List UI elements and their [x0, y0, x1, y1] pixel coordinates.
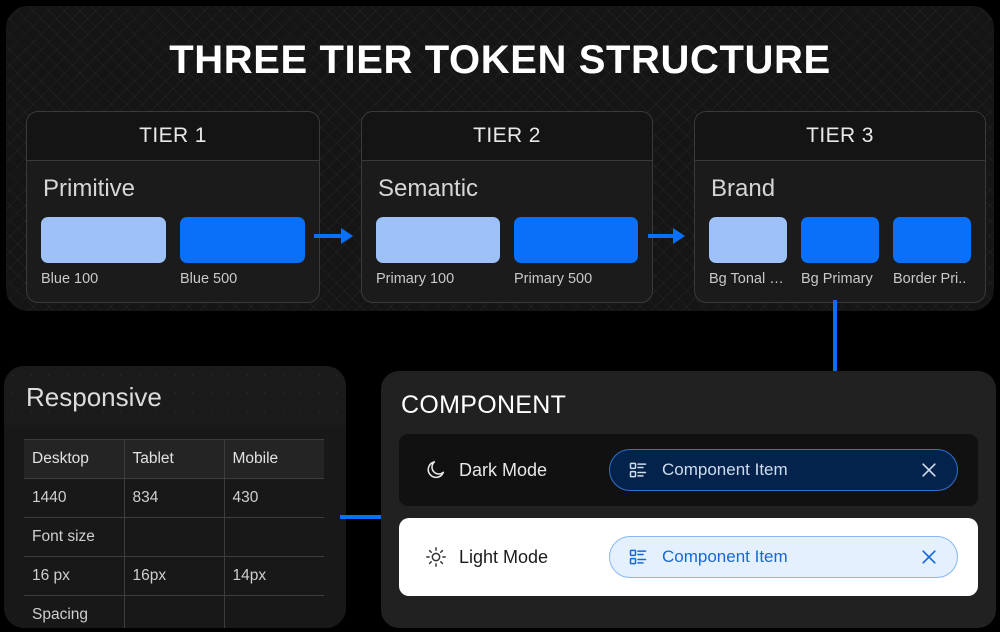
- three-tier-section: THREE TIER TOKEN STRUCTURE TIER 1 Primit…: [6, 6, 994, 311]
- tier-3-swatch-row: Bg Tonal P... Bg Primary Border Pri..: [709, 217, 971, 287]
- swatch-chip: [514, 217, 638, 263]
- swatch-bg-tonal-primary[interactable]: Bg Tonal P...: [709, 217, 787, 287]
- table-cell: Font size: [24, 517, 125, 557]
- light-mode-label-group: Light Mode: [399, 546, 609, 568]
- swatch-primary-100[interactable]: Primary 100: [376, 217, 500, 287]
- tier-3-card: TIER 3 Brand Bg Tonal P... Bg Primary Bo…: [694, 111, 986, 303]
- close-icon[interactable]: [919, 460, 939, 480]
- swatch-chip: [801, 217, 879, 263]
- table-cell: 16px: [123, 556, 225, 596]
- table-row: 16 px 16px 14px: [24, 556, 324, 596]
- sun-icon: [425, 546, 447, 568]
- tier-3-name: Brand: [711, 175, 776, 202]
- table-cell: 16 px: [24, 556, 125, 596]
- tier-3-header: TIER 3: [695, 112, 985, 161]
- table-cell: 14px: [223, 556, 324, 596]
- table-cell: 430: [223, 478, 324, 518]
- table-row: Spacing: [24, 595, 324, 628]
- swatch-chip: [376, 217, 500, 263]
- chip-label: Component Item: [662, 460, 788, 479]
- responsive-table: Desktop Tablet Mobile 1440 834 430 Font …: [24, 439, 324, 628]
- list-details-icon: [628, 460, 648, 480]
- swatch-primary-500[interactable]: Primary 500: [514, 217, 638, 287]
- arrow-tier1-to-tier2-icon: [314, 228, 353, 244]
- light-mode-text: Light Mode: [459, 546, 549, 567]
- tier-1-header: TIER 1: [27, 112, 319, 161]
- arrow-tier2-to-tier3-icon: [648, 228, 685, 244]
- swatch-chip: [41, 217, 166, 263]
- table-cell: [123, 517, 225, 557]
- responsive-table-wrap: Desktop Tablet Mobile 1440 834 430 Font …: [4, 425, 346, 628]
- table-cell: [223, 517, 324, 557]
- swatch-border-primary[interactable]: Border Pri..: [893, 217, 971, 287]
- tier-2-name: Semantic: [378, 175, 479, 202]
- tier-2-card: TIER 2 Semantic Primary 100 Primary 500: [361, 111, 653, 303]
- tier-2-header: TIER 2: [362, 112, 652, 161]
- column-header-tablet: Tablet: [123, 439, 225, 479]
- swatch-label: Primary 100: [376, 271, 455, 287]
- dark-mode-text: Dark Mode: [459, 459, 548, 480]
- table-cell: 834: [123, 478, 225, 518]
- table-cell: [223, 595, 324, 628]
- swatch-label: Border Pri..: [893, 271, 967, 287]
- swatch-bg-primary[interactable]: Bg Primary: [801, 217, 879, 287]
- tier-1-card: TIER 1 Primitive Blue 100 Blue 500: [26, 111, 320, 303]
- swatch-label: Blue 500: [180, 271, 238, 287]
- table-row: 1440 834 430: [24, 478, 324, 518]
- swatch-label: Primary 500: [514, 271, 593, 287]
- tier-1-body: Primitive Blue 100 Blue 500: [27, 161, 319, 287]
- table-header-row: Desktop Tablet Mobile: [24, 439, 324, 479]
- close-icon[interactable]: [919, 547, 939, 567]
- list-details-icon: [628, 547, 648, 567]
- column-header-mobile: Mobile: [223, 439, 324, 479]
- swatch-label: Bg Primary: [801, 271, 873, 287]
- tier-1-swatch-row: Blue 100 Blue 500: [41, 217, 305, 287]
- tier-2-swatch-row: Primary 100 Primary 500: [376, 217, 638, 287]
- table-cell: Spacing: [24, 595, 125, 628]
- light-mode-component-chip[interactable]: Component Item: [609, 536, 958, 578]
- swatch-label: Bg Tonal P...: [709, 271, 787, 287]
- swatch-label: Blue 100: [41, 271, 99, 287]
- swatch-chip: [709, 217, 787, 263]
- chip-label: Component Item: [662, 547, 788, 566]
- swatch-chip: [893, 217, 971, 263]
- dark-mode-label-group: Dark Mode: [399, 459, 609, 481]
- moon-icon: [425, 459, 447, 481]
- page-title: THREE TIER TOKEN STRUCTURE: [169, 38, 831, 82]
- table-cell: 1440: [24, 478, 125, 518]
- column-header-desktop: Desktop: [24, 439, 125, 479]
- responsive-card: Responsive Desktop Tablet Mobile 1440 83…: [4, 366, 346, 628]
- dark-mode-component-chip[interactable]: Component Item: [609, 449, 958, 491]
- tier-3-body: Brand Bg Tonal P... Bg Primary Border Pr…: [695, 161, 985, 287]
- dark-mode-row: Dark Mode Component Item: [399, 434, 978, 506]
- swatch-blue-100[interactable]: Blue 100: [41, 217, 166, 287]
- table-row: Font size: [24, 517, 324, 557]
- component-title: COMPONENT: [401, 391, 567, 419]
- swatch-chip: [180, 217, 305, 263]
- component-card: COMPONENT Dark Mode: [381, 371, 996, 628]
- swatch-blue-500[interactable]: Blue 500: [180, 217, 305, 287]
- table-cell: [123, 595, 225, 628]
- arrow-responsive-to-component-icon: [340, 508, 398, 526]
- tier-2-body: Semantic Primary 100 Primary 500: [362, 161, 652, 287]
- light-mode-row: Light Mode Component Item: [399, 518, 978, 596]
- responsive-title: Responsive: [26, 382, 162, 412]
- tier-1-name: Primitive: [43, 175, 136, 202]
